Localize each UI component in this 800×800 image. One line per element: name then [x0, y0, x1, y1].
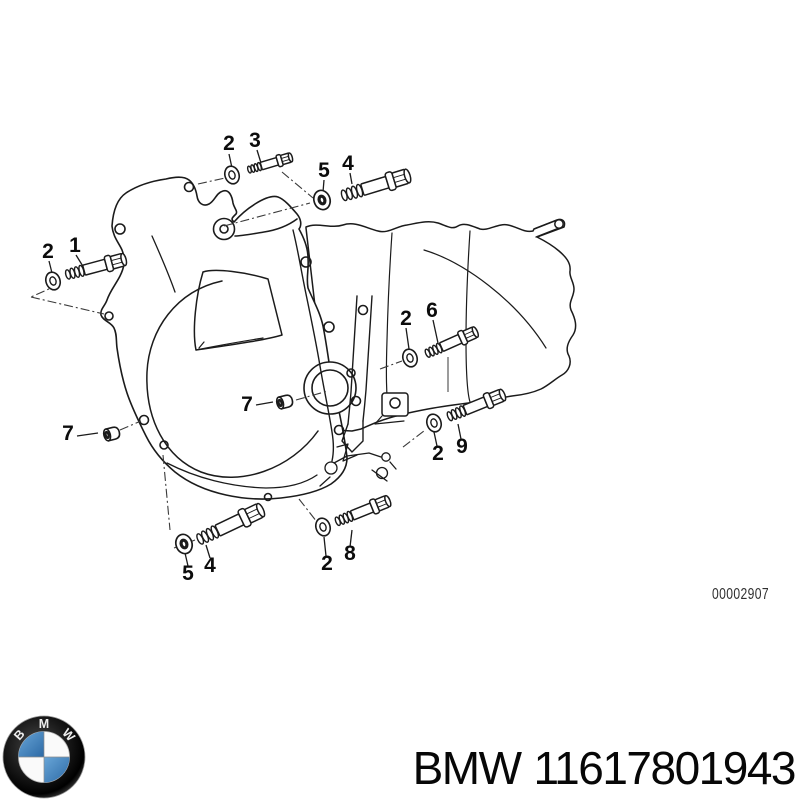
- washer-illustration: [223, 165, 241, 185]
- callout-label: 2: [432, 442, 444, 465]
- bmw-logo: B M W: [2, 715, 86, 799]
- washer-illustration: [314, 517, 332, 537]
- transmission-outline: [305, 218, 577, 432]
- callout-label: 2: [42, 240, 54, 263]
- bolt-illustration: [194, 501, 267, 549]
- bolt-illustration: [333, 493, 393, 529]
- sealing-washer-illustration: [312, 189, 332, 211]
- plug-illustration: [275, 394, 294, 410]
- callout-label: 9: [456, 435, 468, 458]
- washer-illustration: [425, 413, 443, 433]
- bolt-illustration: [246, 151, 294, 176]
- callout-label: 6: [426, 299, 438, 322]
- callout-label: 5: [182, 562, 194, 585]
- callout-label: 4: [204, 554, 216, 577]
- bolt-illustration: [423, 325, 480, 361]
- callout-label: 1: [69, 234, 81, 257]
- bolt-illustration: [339, 166, 413, 204]
- callout-label: 2: [223, 132, 235, 155]
- brand-text: BMW: [413, 742, 523, 794]
- plug-illustration: [102, 426, 121, 442]
- bolt-illustration: [64, 251, 128, 283]
- logo-quadrant-top-left: [18, 731, 44, 758]
- callout-label: 3: [249, 129, 261, 152]
- sealing-washer-illustration: [174, 533, 194, 555]
- bell-housing-outline: [100, 176, 397, 502]
- bolt-illustration: [445, 387, 508, 425]
- washer-illustration: [44, 271, 62, 291]
- callout-label: 8: [344, 542, 356, 565]
- callout-label: 7: [62, 422, 74, 445]
- logo-quadrant-bottom-right: [44, 757, 70, 783]
- callout-label: 2: [321, 552, 333, 575]
- hardware-illustrations: [44, 151, 508, 555]
- drawing-number: 00002907: [712, 586, 769, 603]
- callout-label: 4: [342, 152, 354, 175]
- callout-label: 7: [241, 393, 253, 416]
- logo-letter-m: M: [39, 717, 49, 731]
- axis-lines: [30, 171, 425, 549]
- washer-illustration: [401, 348, 419, 368]
- part-number-value: 11617801943: [534, 742, 796, 794]
- callout-label: 5: [318, 159, 330, 182]
- callout-label: 2: [400, 307, 412, 330]
- logo-quadrant-lines: [18, 731, 70, 783]
